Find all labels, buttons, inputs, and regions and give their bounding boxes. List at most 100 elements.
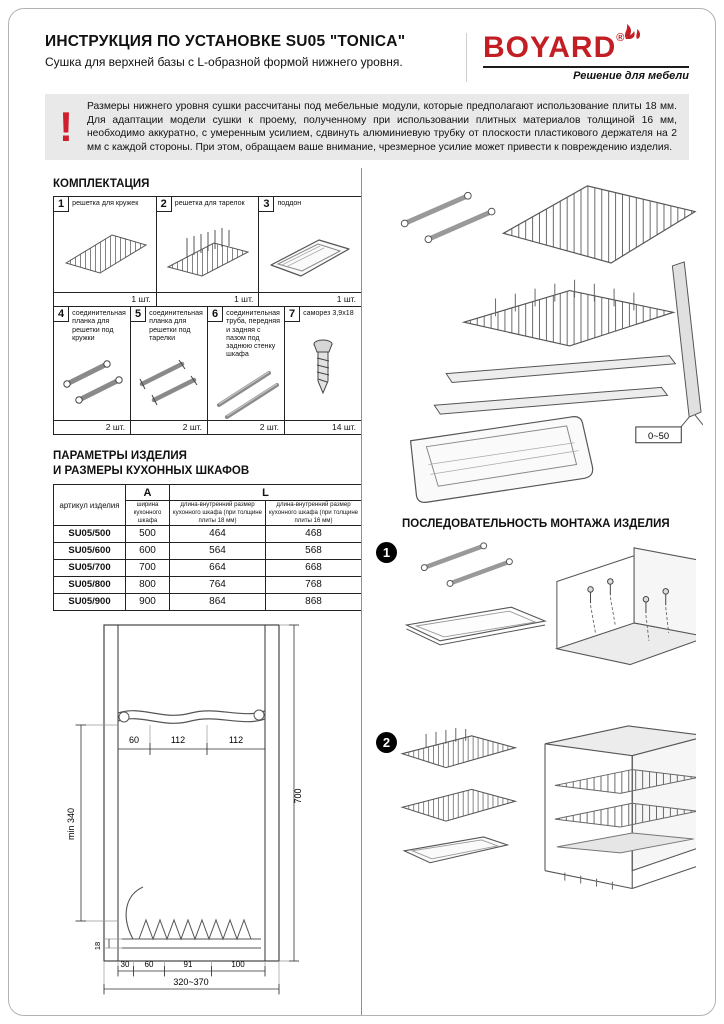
- part-label: поддон: [277, 199, 302, 208]
- plate-rack-drawing: [167, 228, 250, 277]
- cell-a: 900: [125, 592, 170, 611]
- part-number: 6: [208, 307, 224, 323]
- part-qty: 2 шт.: [131, 420, 207, 434]
- step-2-marker: 2: [376, 732, 397, 754]
- part-qty: 2 шт.: [208, 420, 284, 434]
- col-subheader-l18: длина-внутренний размер кухонного шкафа …: [169, 500, 266, 526]
- tube-drawing: [216, 371, 279, 420]
- instruction-page: ИНСТРУКЦИЯ ПО УСТАНОВКЕ SU05 "TONICA" Су…: [8, 8, 716, 1016]
- table-row: SU05/600 600 564 568: [53, 541, 363, 560]
- part-label: саморез 3,9х18: [303, 309, 354, 318]
- cell-article: SU05/900: [53, 592, 126, 611]
- cell-a: 700: [125, 558, 170, 577]
- part-qty: 14 шт.: [284, 420, 361, 434]
- tray-drawing: [270, 239, 350, 277]
- params-heading-line2: И РАЗМЕРЫ КУХОННЫХ ШКАФОВ: [53, 465, 250, 478]
- dim-label: 700: [293, 788, 303, 803]
- cell-article: SU05/800: [53, 575, 126, 594]
- warning-text: Размеры нижнего уровня сушки рассчитаны …: [87, 101, 677, 153]
- brand-name: BOYARD: [483, 31, 617, 64]
- cell-l16: 768: [264, 575, 363, 594]
- page-subtitle: Сушка для верхней базы с L-образной форм…: [45, 55, 403, 69]
- params-table: артикул изделия A L ширина кухонного шка…: [53, 484, 363, 611]
- assembly-step-1: 1: [374, 532, 705, 720]
- cell-l16: 668: [264, 558, 363, 577]
- part-number: 4: [54, 307, 70, 323]
- dim-label: min 340: [66, 808, 76, 840]
- part-number: 1: [54, 197, 70, 213]
- dimension-drawing: 60 112 112 700 min 340: [66, 624, 303, 995]
- dim-label: 60: [129, 735, 139, 745]
- assembly-step-2: 2: [374, 722, 705, 944]
- part-number: 7: [284, 307, 301, 323]
- dim-label: 320~370: [173, 977, 208, 987]
- exploded-view-drawing: 0~50: [400, 185, 703, 504]
- col-header-l: L: [168, 484, 363, 502]
- table-row: SU05/500 500 464 468: [53, 524, 363, 543]
- part-label: соединительная планка для решетки под кр…: [72, 309, 126, 342]
- part-qty: 1 шт.: [156, 292, 259, 306]
- warning-box: ! Размеры нижнего уровня сушки рассчитан…: [45, 94, 689, 161]
- warning-icon: !: [59, 103, 73, 151]
- table-row: SU05/900 900 864 868: [53, 592, 363, 611]
- step-1-drawing: [404, 542, 696, 666]
- part-qty: 2 шт.: [54, 420, 130, 434]
- col-subheader-a: ширина кухонного шкафа: [125, 500, 170, 526]
- cell-a: 600: [125, 541, 170, 560]
- cup-bracket-drawing: [63, 360, 123, 404]
- part-qty: 1 шт.: [259, 292, 361, 306]
- cell-l18: 464: [169, 524, 266, 543]
- cell-a: 800: [125, 575, 170, 594]
- col-subheader-l16: длина-внутренний размер кухонного шкафа …: [264, 500, 363, 526]
- boyard-logo: BOYARD® Решение для мебели: [466, 24, 689, 82]
- cup-rack-drawing: [64, 234, 148, 274]
- dim-label: 60: [145, 960, 154, 969]
- cell-l16: 868: [264, 592, 363, 611]
- logo-tagline: Решение для мебели: [483, 66, 689, 82]
- right-column: 0~50 ПОСЛЕДОВАТЕЛЬНОСТЬ МОНТАЖА ИЗДЕЛИЯ …: [361, 168, 715, 1015]
- col-header-a: A: [125, 484, 170, 502]
- brand-text: BOYARD®: [483, 33, 689, 63]
- part-label: соединительная планка для решетки под та…: [149, 309, 203, 342]
- flame-icon: [625, 24, 641, 39]
- cell-l18: 664: [169, 558, 266, 577]
- cell-l18: 764: [169, 575, 266, 594]
- table-row: SU05/700 700 664 668: [53, 558, 363, 577]
- dim-label: 112: [171, 735, 185, 745]
- cell-article: SU05/700: [53, 558, 126, 577]
- screw-drawing: [313, 339, 333, 395]
- header-titles: ИНСТРУКЦИЯ ПО УСТАНОВКЕ SU05 "TONICA" Су…: [45, 33, 405, 69]
- cell-l18: 564: [169, 541, 266, 560]
- komplekt-heading: КОМПЛЕКТАЦИЯ: [53, 178, 150, 191]
- cell-l16: 568: [264, 541, 363, 560]
- params-heading: ПАРАМЕТРЫ ИЗДЕЛИЯ И РАЗМЕРЫ КУХОННЫХ ШКА…: [53, 449, 361, 479]
- page-title: ИНСТРУКЦИЯ ПО УСТАНОВКЕ SU05 "TONICA": [45, 33, 406, 50]
- plate-bracket-drawing: [139, 359, 198, 406]
- registered-mark: ®: [616, 32, 626, 44]
- part-label: соединительная труба, передняя и задняя …: [226, 309, 280, 359]
- part-label: решетка для тарелок: [174, 199, 245, 208]
- part-number: 5: [131, 307, 147, 323]
- part-label: решетка для кружек: [72, 199, 139, 208]
- dim-label: 100: [231, 960, 245, 969]
- cell-l18: 864: [169, 592, 266, 611]
- cell-a: 500: [125, 524, 170, 543]
- dim-label: 30: [121, 960, 130, 969]
- cell-article: SU05/500: [53, 524, 126, 543]
- dim-label: 112: [229, 735, 243, 745]
- col-header-article: артикул изделия: [53, 484, 126, 526]
- range-label: 0~50: [647, 431, 668, 441]
- part-qty: 1 шт.: [54, 292, 156, 306]
- dim-label: 91: [184, 960, 193, 969]
- table-row: SU05/800 800 764 768: [53, 575, 363, 594]
- part-number: 3: [259, 197, 275, 213]
